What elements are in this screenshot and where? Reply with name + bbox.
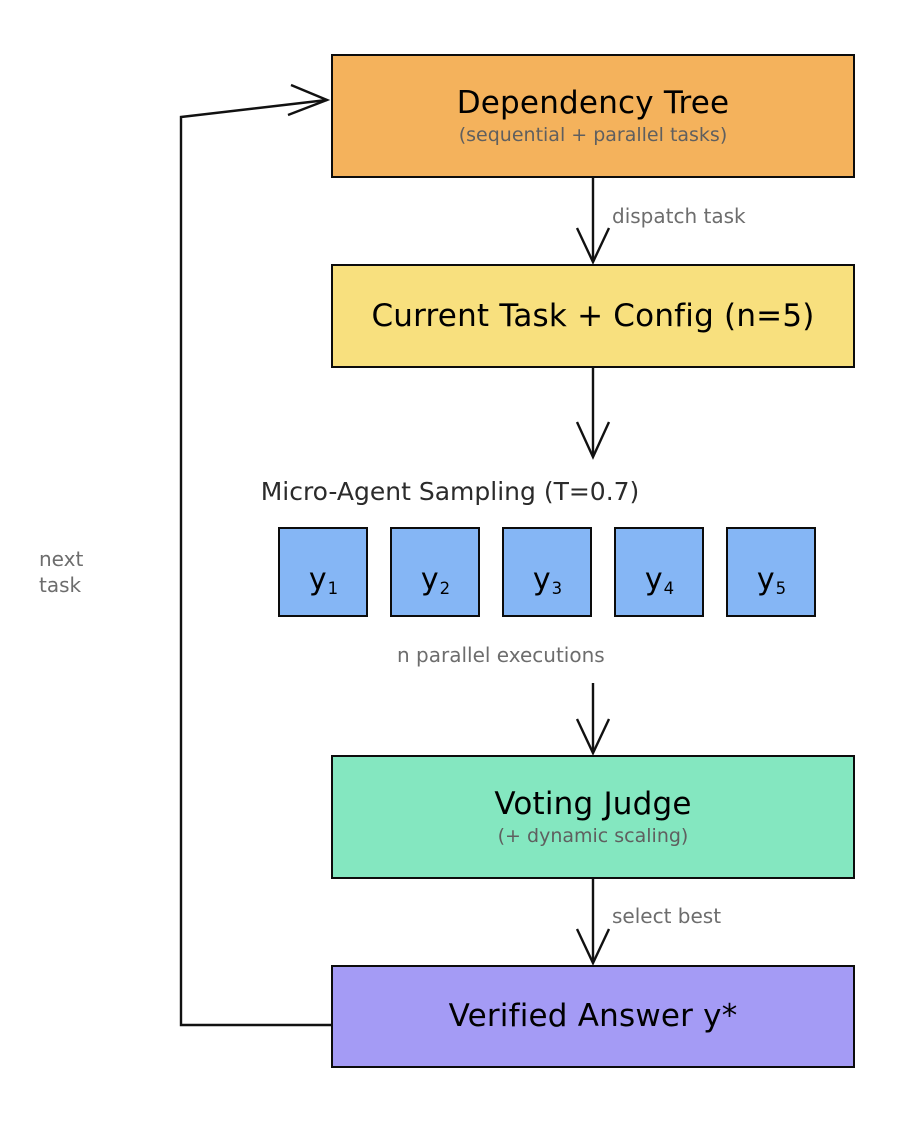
sample-box-y1[interactable]: y1 [278, 527, 368, 617]
sampling-header-label: Micro-Agent Sampling (T=0.7) [260, 477, 640, 506]
edge-label-next-task: next task [39, 546, 83, 599]
node-current-task-title: Current Task + Config (n=5) [371, 297, 815, 334]
edge-label-parallel-executions: n parallel executions [397, 643, 605, 667]
sample-box-y1-label: y1 [308, 562, 339, 598]
sample-box-y3[interactable]: y3 [502, 527, 592, 617]
sample-box-y4-label: y4 [644, 562, 675, 598]
node-voting-judge-subtitle: (+ dynamic scaling) [497, 825, 689, 848]
edge-task-to-sampling [575, 368, 611, 460]
edge-select-best [575, 879, 611, 966]
sample-box-y4[interactable]: y4 [614, 527, 704, 617]
sample-box-y5[interactable]: y5 [726, 527, 816, 617]
edge-label-select-best: select best [612, 904, 722, 928]
node-dependency-tree-title: Dependency Tree [456, 84, 730, 121]
node-dependency-tree[interactable]: Dependency Tree (sequential + parallel t… [331, 54, 855, 178]
sample-box-y2-label: y2 [420, 562, 451, 598]
sample-box-y3-label: y3 [532, 562, 563, 598]
edge-dispatch-task [575, 178, 611, 265]
node-voting-judge[interactable]: Voting Judge (+ dynamic scaling) [331, 755, 855, 879]
sample-box-y5-label: y5 [756, 562, 787, 598]
node-dependency-tree-subtitle: (sequential + parallel tasks) [458, 124, 728, 147]
node-verified-answer[interactable]: Verified Answer y* [331, 965, 855, 1068]
node-current-task[interactable]: Current Task + Config (n=5) [331, 264, 855, 368]
edge-label-next-task-line2: task [39, 573, 82, 598]
node-voting-judge-title: Voting Judge [494, 785, 692, 822]
edge-label-dispatch-task: dispatch task [612, 204, 746, 228]
sample-box-y2[interactable]: y2 [390, 527, 480, 617]
node-verified-answer-title: Verified Answer y* [448, 998, 738, 1035]
edge-parallel-executions [575, 683, 611, 756]
edge-label-next-task-line1: next [39, 547, 84, 571]
edge-next-task [179, 83, 331, 1027]
